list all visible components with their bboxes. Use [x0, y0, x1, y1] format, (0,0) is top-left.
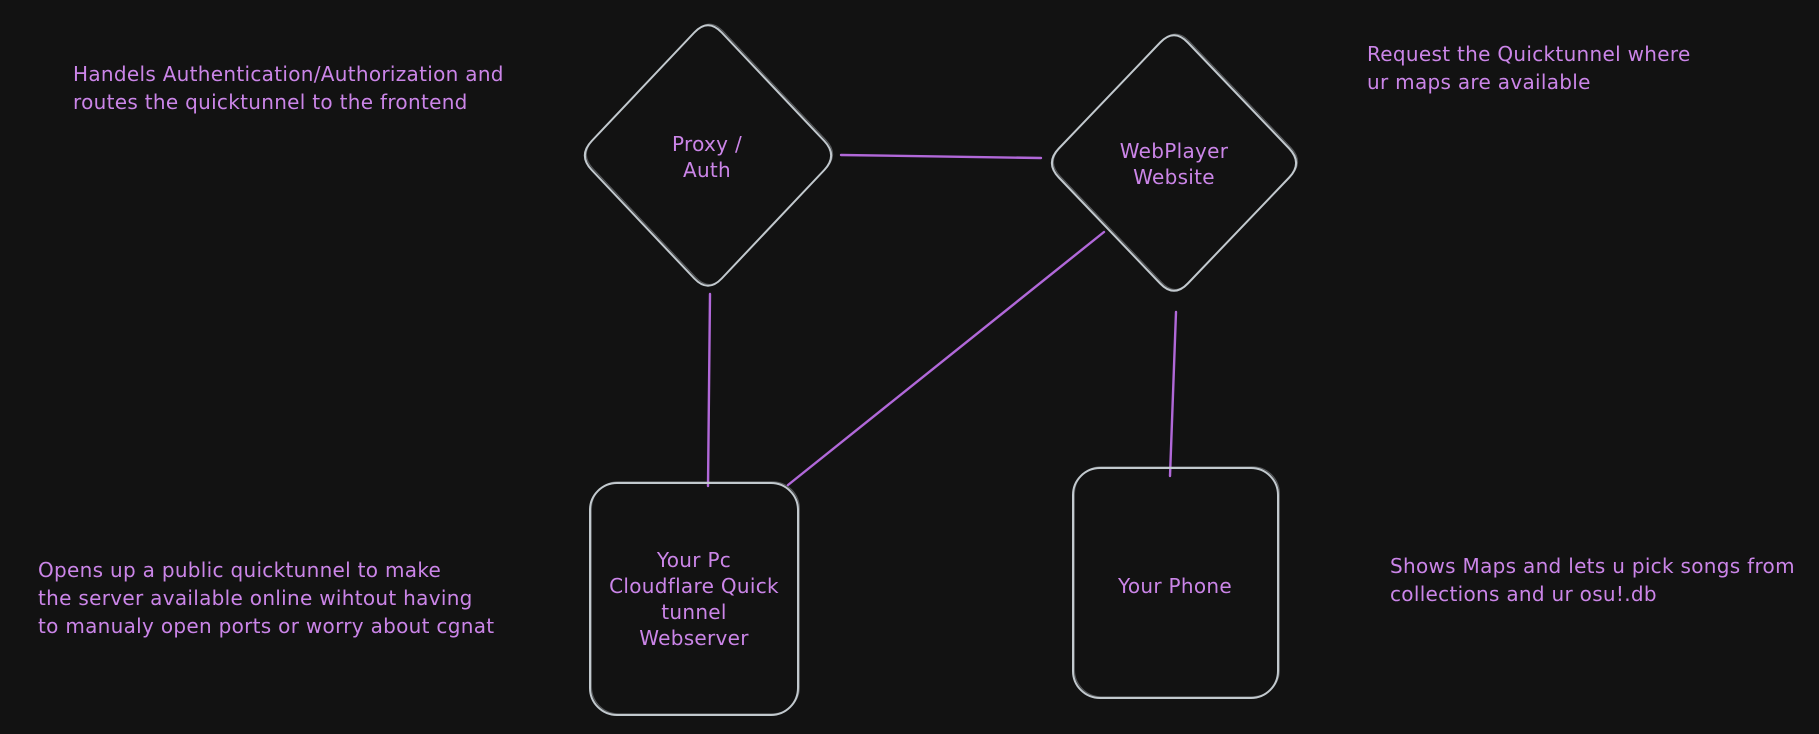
proxy-auth-label: Proxy / Auth	[672, 132, 742, 182]
edge-webplayer-yourphone[interactable]	[1168, 310, 1178, 478]
your-pc-rect[interactable]	[589, 482, 799, 716]
your-pc-rect-sketch	[590, 481, 800, 715]
annotation-your-phone: Shows Maps and lets u pick songs from co…	[1390, 554, 1795, 606]
edge-proxyauth-yourpc[interactable]	[706, 292, 712, 488]
your-phone-rect[interactable]	[1072, 467, 1279, 699]
your-phone-label: Your Phone	[1117, 574, 1233, 598]
proxy-auth-diamond[interactable]	[583, 24, 833, 287]
your-pc-label: Your Pc Cloudflare Quick tunnel Webserve…	[609, 548, 779, 650]
annotation-your-pc: Opens up a public quicktunnel to make th…	[38, 558, 495, 638]
webplayer-website-diamond[interactable]	[1050, 34, 1298, 292]
annotation-webplayer: Request the Quicktunnel where ur maps ar…	[1367, 42, 1691, 94]
webplayer-website-label: WebPlayer Website	[1119, 139, 1229, 189]
your-phone-rect-sketch	[1073, 466, 1280, 698]
annotation-proxy-auth: Handels Authentication/Authorization and…	[73, 62, 504, 114]
edge-webplayer-yourpc[interactable]	[786, 230, 1106, 487]
edge-proxyauth-webplayer[interactable]	[839, 153, 1043, 160]
